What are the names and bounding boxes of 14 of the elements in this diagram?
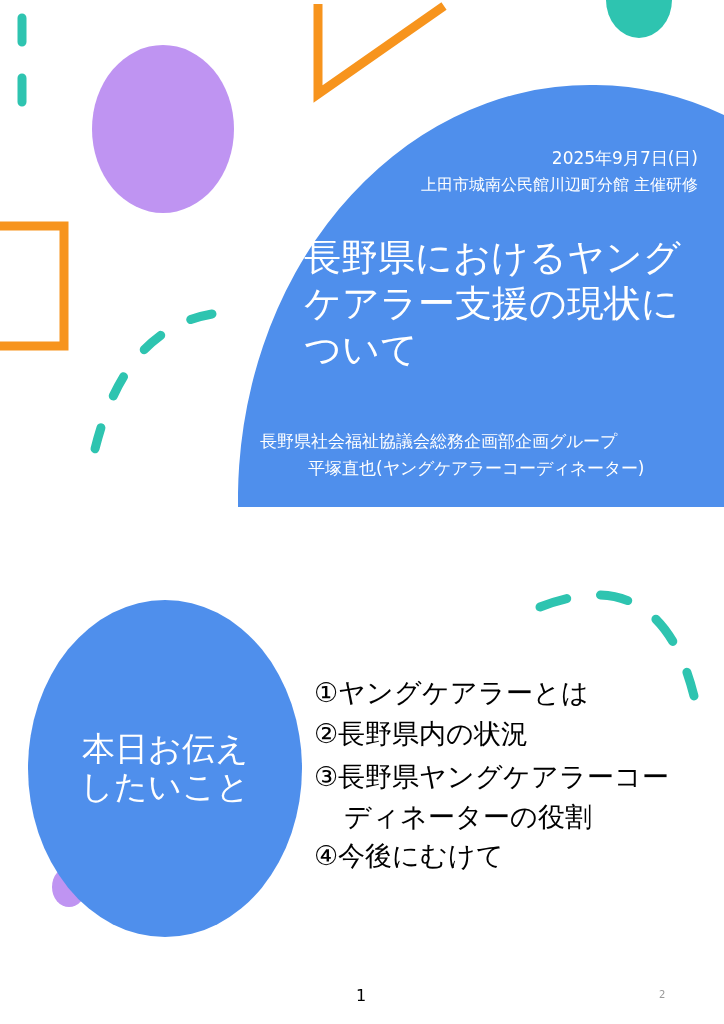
agenda-circle (28, 600, 302, 937)
heading-text: 本日お伝えしたいこと (79, 730, 251, 806)
presenter-text: 平塚直也(ヤングケアラーコーディネーター) (308, 457, 645, 480)
venue-text: 上田市城南公民館川辺町分館 主催研修 (420, 175, 698, 196)
list-item: ②長野県内の状況 (314, 717, 529, 751)
page-number: 2 (659, 989, 666, 1000)
list-item: ④今後にむけて (314, 839, 505, 873)
organization-text: 長野県社会福祉協議会総務企画部企画グループ (260, 430, 617, 453)
page-number: 1 (356, 986, 367, 1005)
title-panel (238, 85, 724, 507)
list-item: ①ヤングケアラーとは (314, 676, 590, 710)
date-text: 2025年9月7日(日) (551, 147, 698, 170)
list-item: ③長野県ヤングケアラーコーディネーターの役割 (314, 760, 671, 834)
title-text: 長野県におけるヤングケアラー支援の現状について (304, 235, 682, 373)
